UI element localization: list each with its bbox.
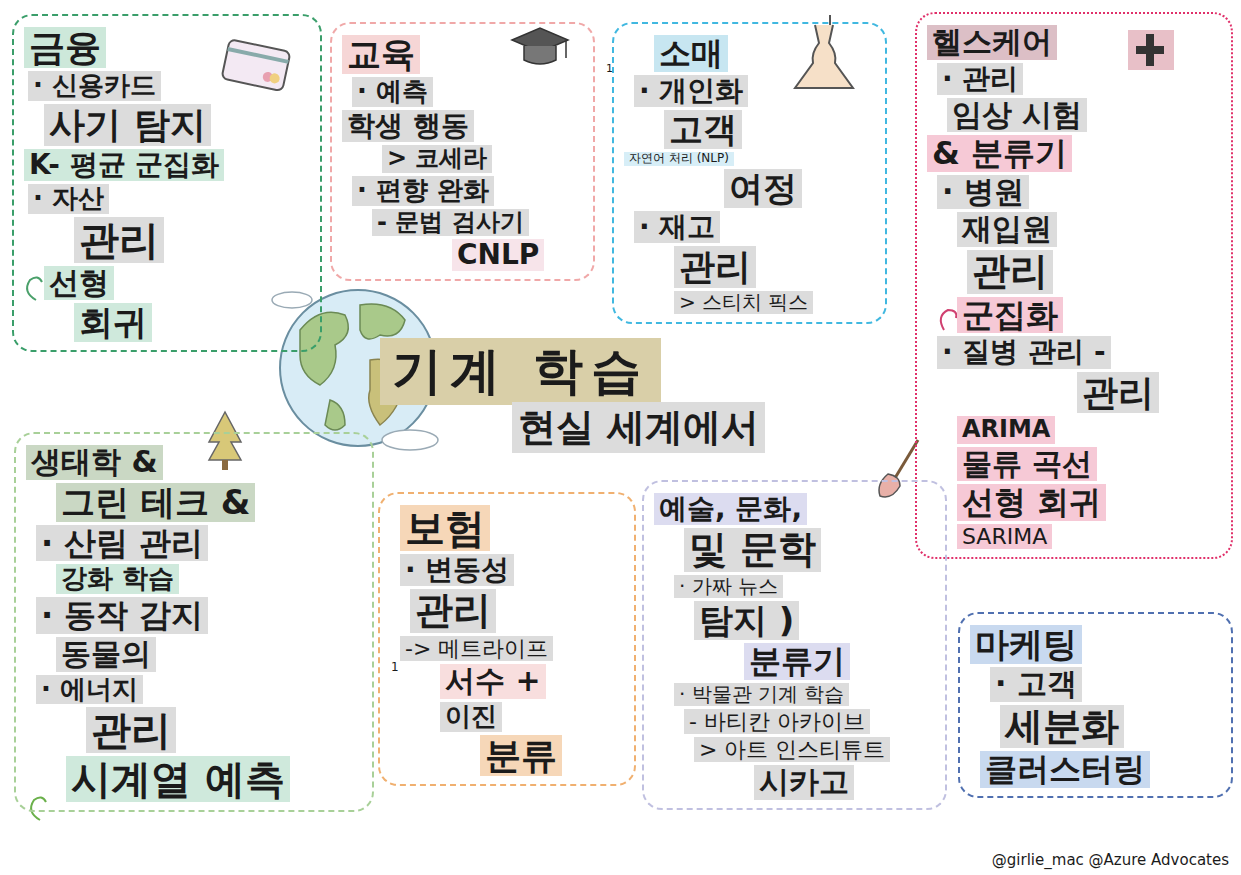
item-text: · 가짜 뉴스: [674, 575, 783, 598]
item-text: SARIMA: [957, 524, 1052, 549]
item-text: 강화 학습: [56, 564, 179, 594]
item-text: · 자산: [28, 184, 109, 214]
section-region: 생태학 &그린 테크 &· 산림 관리강화 학습· 동작 감지동물의· 에너지관…: [14, 432, 374, 812]
item-text: 시카고: [754, 765, 854, 800]
subtitle: 현실 세계에서: [512, 402, 765, 453]
item-text: · 변동성: [400, 554, 514, 586]
medical-cross-icon: [1128, 30, 1174, 70]
item-text: · 박물관 기계 학습: [674, 683, 849, 706]
item-text: 사기 탐지: [44, 104, 211, 145]
item-text: 회귀: [74, 303, 152, 342]
item-text: CNLP: [452, 239, 544, 271]
item-text: 동물의: [56, 637, 156, 672]
curl-arrow: [31, 797, 46, 820]
graduation-cap-icon: [512, 28, 568, 64]
item-text: 및 문학: [684, 528, 821, 572]
item-text: 관리: [86, 707, 176, 753]
item-text: · 신용카드: [28, 71, 161, 101]
section-region: 금융· 신용카드사기 탐지 K- 평균 군집화· 자산관리선형회귀: [12, 14, 322, 352]
curl-arrow: [27, 277, 42, 300]
item-text: > 스티치 픽스: [674, 291, 813, 314]
callout-number: 1: [385, 660, 405, 674]
section-heading: 교육: [342, 35, 420, 74]
item-text: · 예측: [352, 77, 433, 107]
item-text: ARIMA: [957, 416, 1055, 444]
section-region: 보험· 변동성관리 -> 메트라이프서수 +이진분류: [378, 492, 636, 786]
item-text: 임상 시험: [947, 98, 1087, 133]
tree-icon: [209, 412, 241, 470]
item-text: · 병원: [937, 175, 1029, 210]
item-text: · 동작 감지: [36, 597, 208, 634]
item-text: · 개인화: [634, 75, 748, 107]
section-region: 소매· 개인화고객자연어 처리 (NLP) 여정· 재고관리 > 스티치 픽스: [612, 22, 887, 324]
item-text: 서수 +: [440, 664, 546, 699]
section-heading: 보험: [400, 505, 490, 551]
item-text: K- 평균 군집화: [24, 149, 224, 181]
curl-arrow: [941, 310, 957, 330]
item-text: 이진: [440, 702, 502, 732]
item-text: 관리: [674, 246, 756, 287]
item-text: 세분화: [1000, 705, 1124, 749]
section-heading: 마케팅: [970, 625, 1082, 664]
item-text: 관리: [74, 217, 164, 263]
main-title: 기계 학습: [380, 338, 661, 405]
section-region: 교육· 예측학생 행동 > 코세라 · 편향 완화 - 문법 검사기CNLP: [330, 22, 595, 281]
section-region: 헬스케어· 관리임상 시험& 분류기· 병원재입원관리군집화· 질병 관리 -관…: [915, 12, 1233, 559]
brush-icon: [879, 440, 918, 497]
item-text: 여정: [724, 169, 802, 208]
item-text: · 에너지: [36, 675, 143, 705]
section-region: 예술, 문화,및 문학 · 가짜 뉴스탐지 )분류기 · 박물관 기계 학습 - 바티…: [642, 480, 947, 810]
item-text: 분류: [480, 735, 562, 776]
item-text: 학생 행동: [342, 110, 474, 142]
item-text: 물류 곡선: [957, 447, 1097, 482]
item-text: · 고객: [990, 667, 1082, 702]
section-heading: 금융: [24, 27, 106, 68]
item-text: 탐지 ): [694, 601, 799, 640]
item-text: 고객: [664, 110, 742, 149]
section-region: 마케팅· 고객세분화클러스터링: [958, 612, 1233, 798]
dress-icon: [795, 15, 853, 88]
item-text: 시계열 예측: [66, 756, 290, 802]
item-text: 관리: [967, 250, 1053, 294]
item-text: · 편향 완화: [352, 176, 494, 206]
item-text: > 아트 인스티튜트: [694, 737, 890, 762]
item-text: - 바티칸 아카이브: [684, 709, 870, 734]
item-text: 자연어 처리 (NLP): [624, 152, 734, 166]
item-text: 선형 회귀: [957, 484, 1106, 521]
item-text: 클러스터링: [980, 751, 1150, 788]
callout-number: 1: [600, 62, 619, 75]
item-text: 그린 테크 &: [56, 483, 255, 522]
item-text: 관리: [410, 589, 496, 633]
item-text: & 분류기: [927, 135, 1072, 172]
credit-text: @girlie_mac @Azure Advocates: [986, 851, 1235, 869]
credit-card-icon: [221, 39, 290, 91]
item-text: · 질병 관리 -: [937, 336, 1111, 368]
item-text: · 재고: [634, 211, 720, 243]
item-text: 분류기: [744, 643, 850, 680]
item-text: 군집화: [957, 297, 1063, 334]
item-text: - 문법 검사기: [372, 209, 529, 237]
item-text: 관리: [1077, 372, 1159, 413]
item-text: 재입원: [957, 212, 1057, 247]
section-heading: 생태학 &: [26, 445, 163, 480]
item-text: > 코세라: [382, 145, 492, 173]
item-text: · 산림 관리: [36, 525, 208, 562]
section-heading: 소매: [654, 35, 728, 72]
item-text: -> 메트라이프: [400, 636, 553, 661]
item-text: 선형: [44, 266, 114, 301]
item-text: · 관리: [937, 63, 1023, 95]
section-heading: 예술, 문화,: [654, 493, 807, 525]
section-heading: 헬스케어: [927, 25, 1057, 60]
